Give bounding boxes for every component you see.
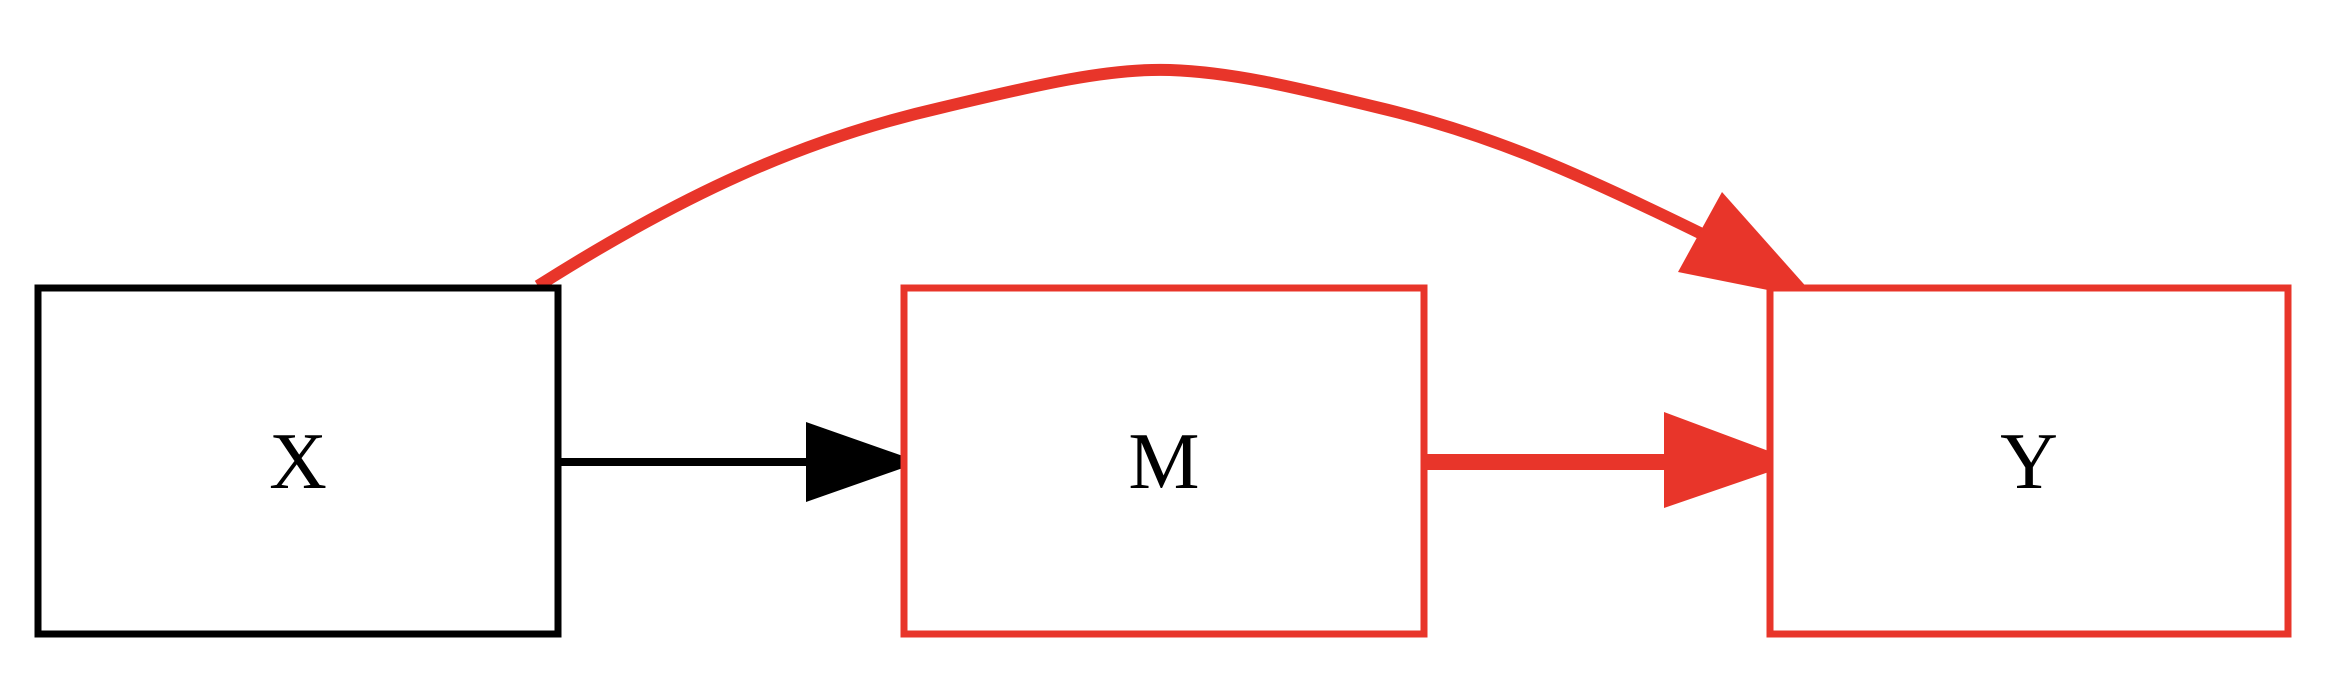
- edge-m-to-y: [1426, 412, 1798, 508]
- edge-x-to-m-arrowhead: [806, 422, 920, 502]
- node-m-label: M: [1128, 418, 1199, 506]
- edge-x-to-y-curve: [534, 63, 1709, 292]
- node-y-box: [1766, 284, 2292, 638]
- node-x: X: [34, 284, 562, 638]
- node-m: M: [900, 284, 1428, 638]
- edge-x-to-y: [534, 63, 1818, 300]
- edge-x-to-m: [560, 422, 920, 502]
- node-x-label: X: [269, 418, 327, 506]
- node-m-box: [900, 284, 1428, 638]
- node-y-label: Y: [2000, 418, 2058, 506]
- edge-x-to-y-arrowhead: [1678, 192, 1818, 300]
- edge-m-to-y-arrowhead: [1664, 412, 1798, 508]
- node-x-box: [34, 284, 562, 638]
- node-y: Y: [1766, 284, 2292, 638]
